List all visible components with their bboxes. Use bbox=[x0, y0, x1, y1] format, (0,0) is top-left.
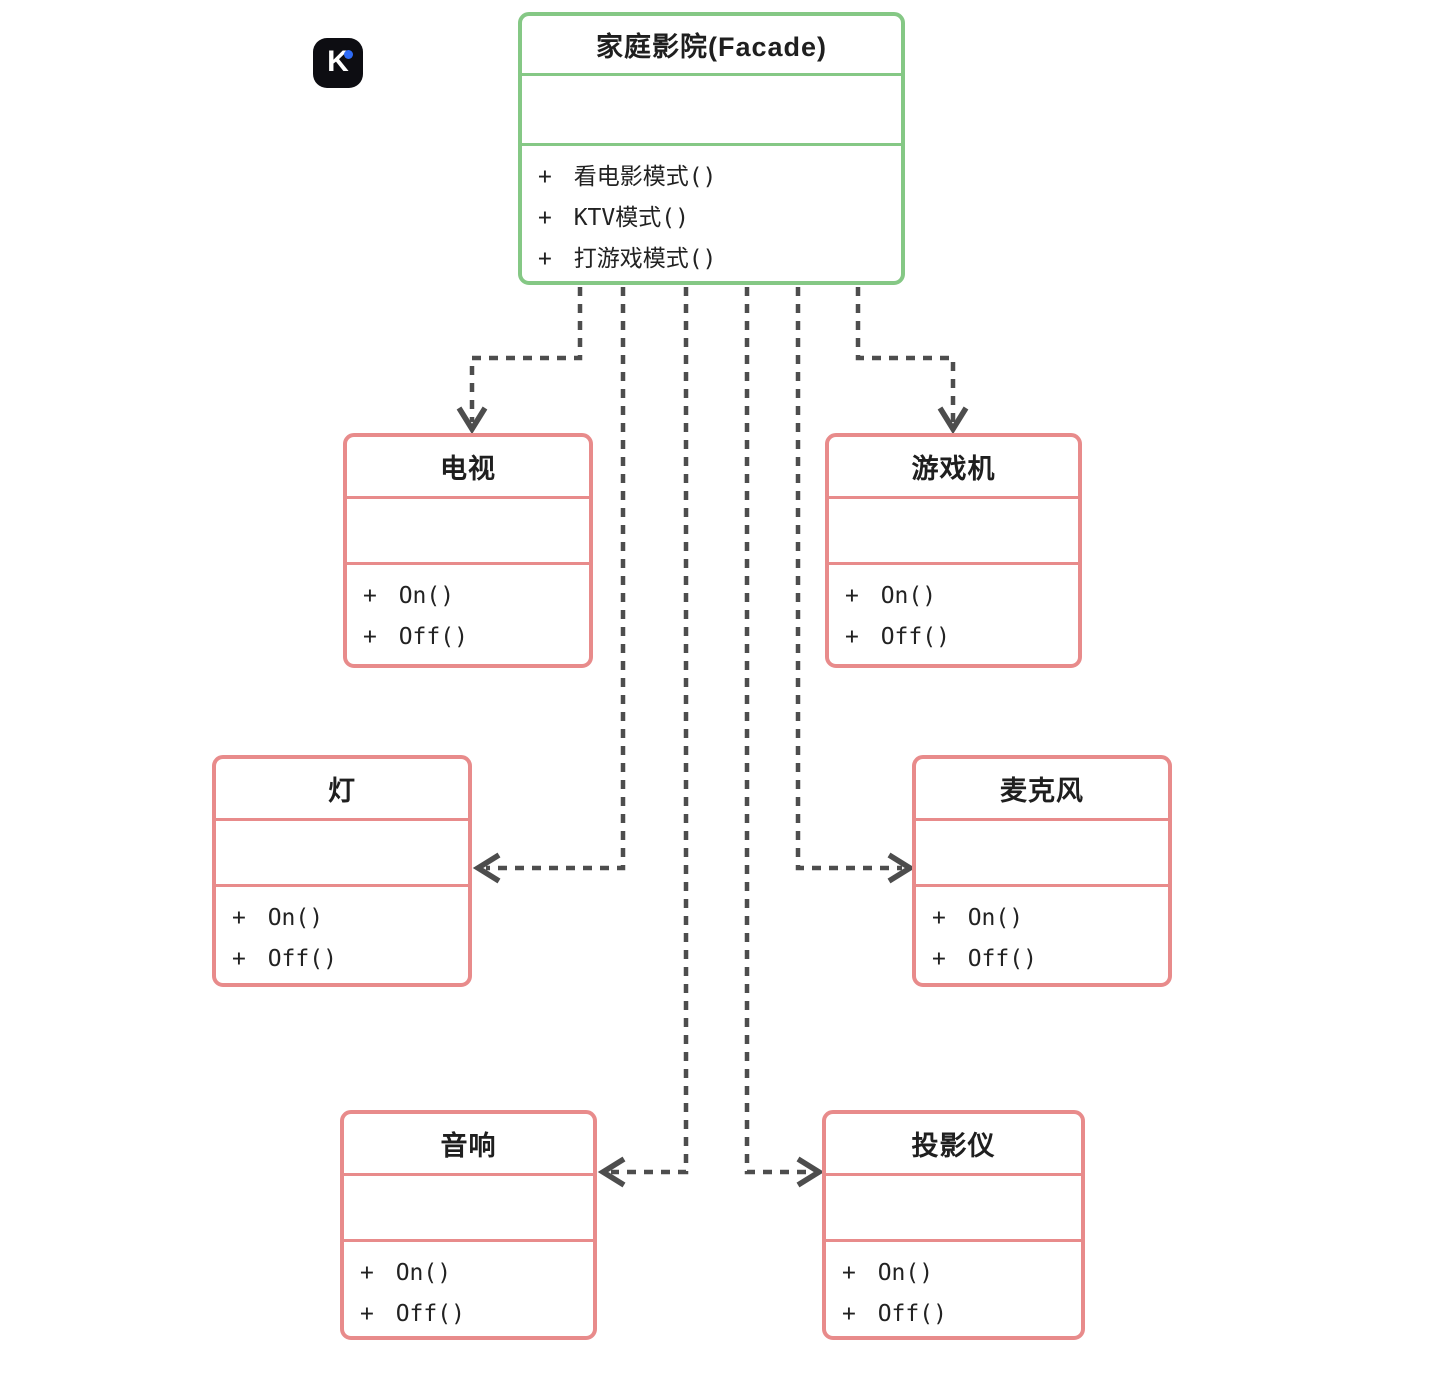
class-methods-section: + On() + Off() bbox=[344, 1242, 593, 1336]
class-title: 音响 bbox=[344, 1114, 593, 1176]
class-box-game-console[interactable]: 游戏机 + On() + Off() bbox=[825, 433, 1082, 668]
class-box-facade[interactable]: 家庭影院(Facade) + 看电影模式() + KTV模式() + 打游戏模式… bbox=[518, 12, 905, 285]
method-item: + Off() bbox=[360, 1301, 465, 1327]
connector-facade-speaker[interactable] bbox=[597, 287, 689, 1188]
connector-facade-game-console[interactable] bbox=[855, 287, 969, 435]
class-title: 麦克风 bbox=[916, 759, 1168, 821]
class-title: 家庭影院(Facade) bbox=[522, 16, 901, 76]
class-box-tv[interactable]: 电视 + On() + Off() bbox=[343, 433, 593, 668]
method-item: + KTV模式() bbox=[538, 205, 689, 231]
method-item: + On() bbox=[360, 1260, 452, 1286]
class-methods-section: + On() + Off() bbox=[916, 887, 1168, 983]
class-title: 游戏机 bbox=[829, 437, 1078, 499]
class-box-light[interactable]: 灯 + On() + Off() bbox=[212, 755, 472, 987]
method-item: + Off() bbox=[932, 946, 1037, 972]
class-methods-section: + 看电影模式() + KTV模式() + 打游戏模式() bbox=[522, 146, 901, 281]
method-item: + 看电影模式() bbox=[538, 164, 717, 190]
class-title: 灯 bbox=[216, 759, 468, 821]
class-methods-section: + On() + Off() bbox=[216, 887, 468, 983]
class-attributes-section bbox=[344, 1176, 593, 1242]
method-item: + Off() bbox=[842, 1301, 947, 1327]
method-item: + 打游戏模式() bbox=[538, 246, 717, 272]
class-methods-section: + On() + Off() bbox=[829, 565, 1078, 664]
method-item: + On() bbox=[845, 583, 937, 609]
connector-facade-light[interactable] bbox=[472, 287, 626, 884]
method-item: + Off() bbox=[232, 946, 337, 972]
class-methods-section: + On() + Off() bbox=[826, 1242, 1081, 1336]
class-attributes-section bbox=[916, 821, 1168, 887]
class-box-projector[interactable]: 投影仪 + On() + Off() bbox=[822, 1110, 1085, 1340]
logo-dot-icon bbox=[344, 50, 353, 59]
class-attributes-section bbox=[522, 76, 901, 146]
logo-letter: K bbox=[327, 45, 349, 78]
kimi-logo-icon: K bbox=[313, 38, 363, 88]
class-attributes-section bbox=[829, 499, 1078, 565]
class-title: 投影仪 bbox=[826, 1114, 1081, 1176]
class-box-microphone[interactable]: 麦克风 + On() + Off() bbox=[912, 755, 1172, 987]
class-attributes-section bbox=[826, 1176, 1081, 1242]
class-attributes-section bbox=[216, 821, 468, 887]
method-item: + On() bbox=[363, 583, 455, 609]
class-title: 电视 bbox=[347, 437, 589, 499]
method-item: + On() bbox=[932, 905, 1024, 931]
class-attributes-section bbox=[347, 499, 589, 565]
method-item: + Off() bbox=[845, 624, 950, 650]
connector-facade-tv[interactable] bbox=[456, 287, 583, 435]
class-box-speaker[interactable]: 音响 + On() + Off() bbox=[340, 1110, 597, 1340]
method-item: + Off() bbox=[363, 624, 468, 650]
connector-facade-microphone[interactable] bbox=[795, 287, 916, 884]
method-item: + On() bbox=[232, 905, 324, 931]
connector-facade-projector[interactable] bbox=[744, 287, 825, 1188]
class-methods-section: + On() + Off() bbox=[347, 565, 589, 664]
method-item: + On() bbox=[842, 1260, 934, 1286]
